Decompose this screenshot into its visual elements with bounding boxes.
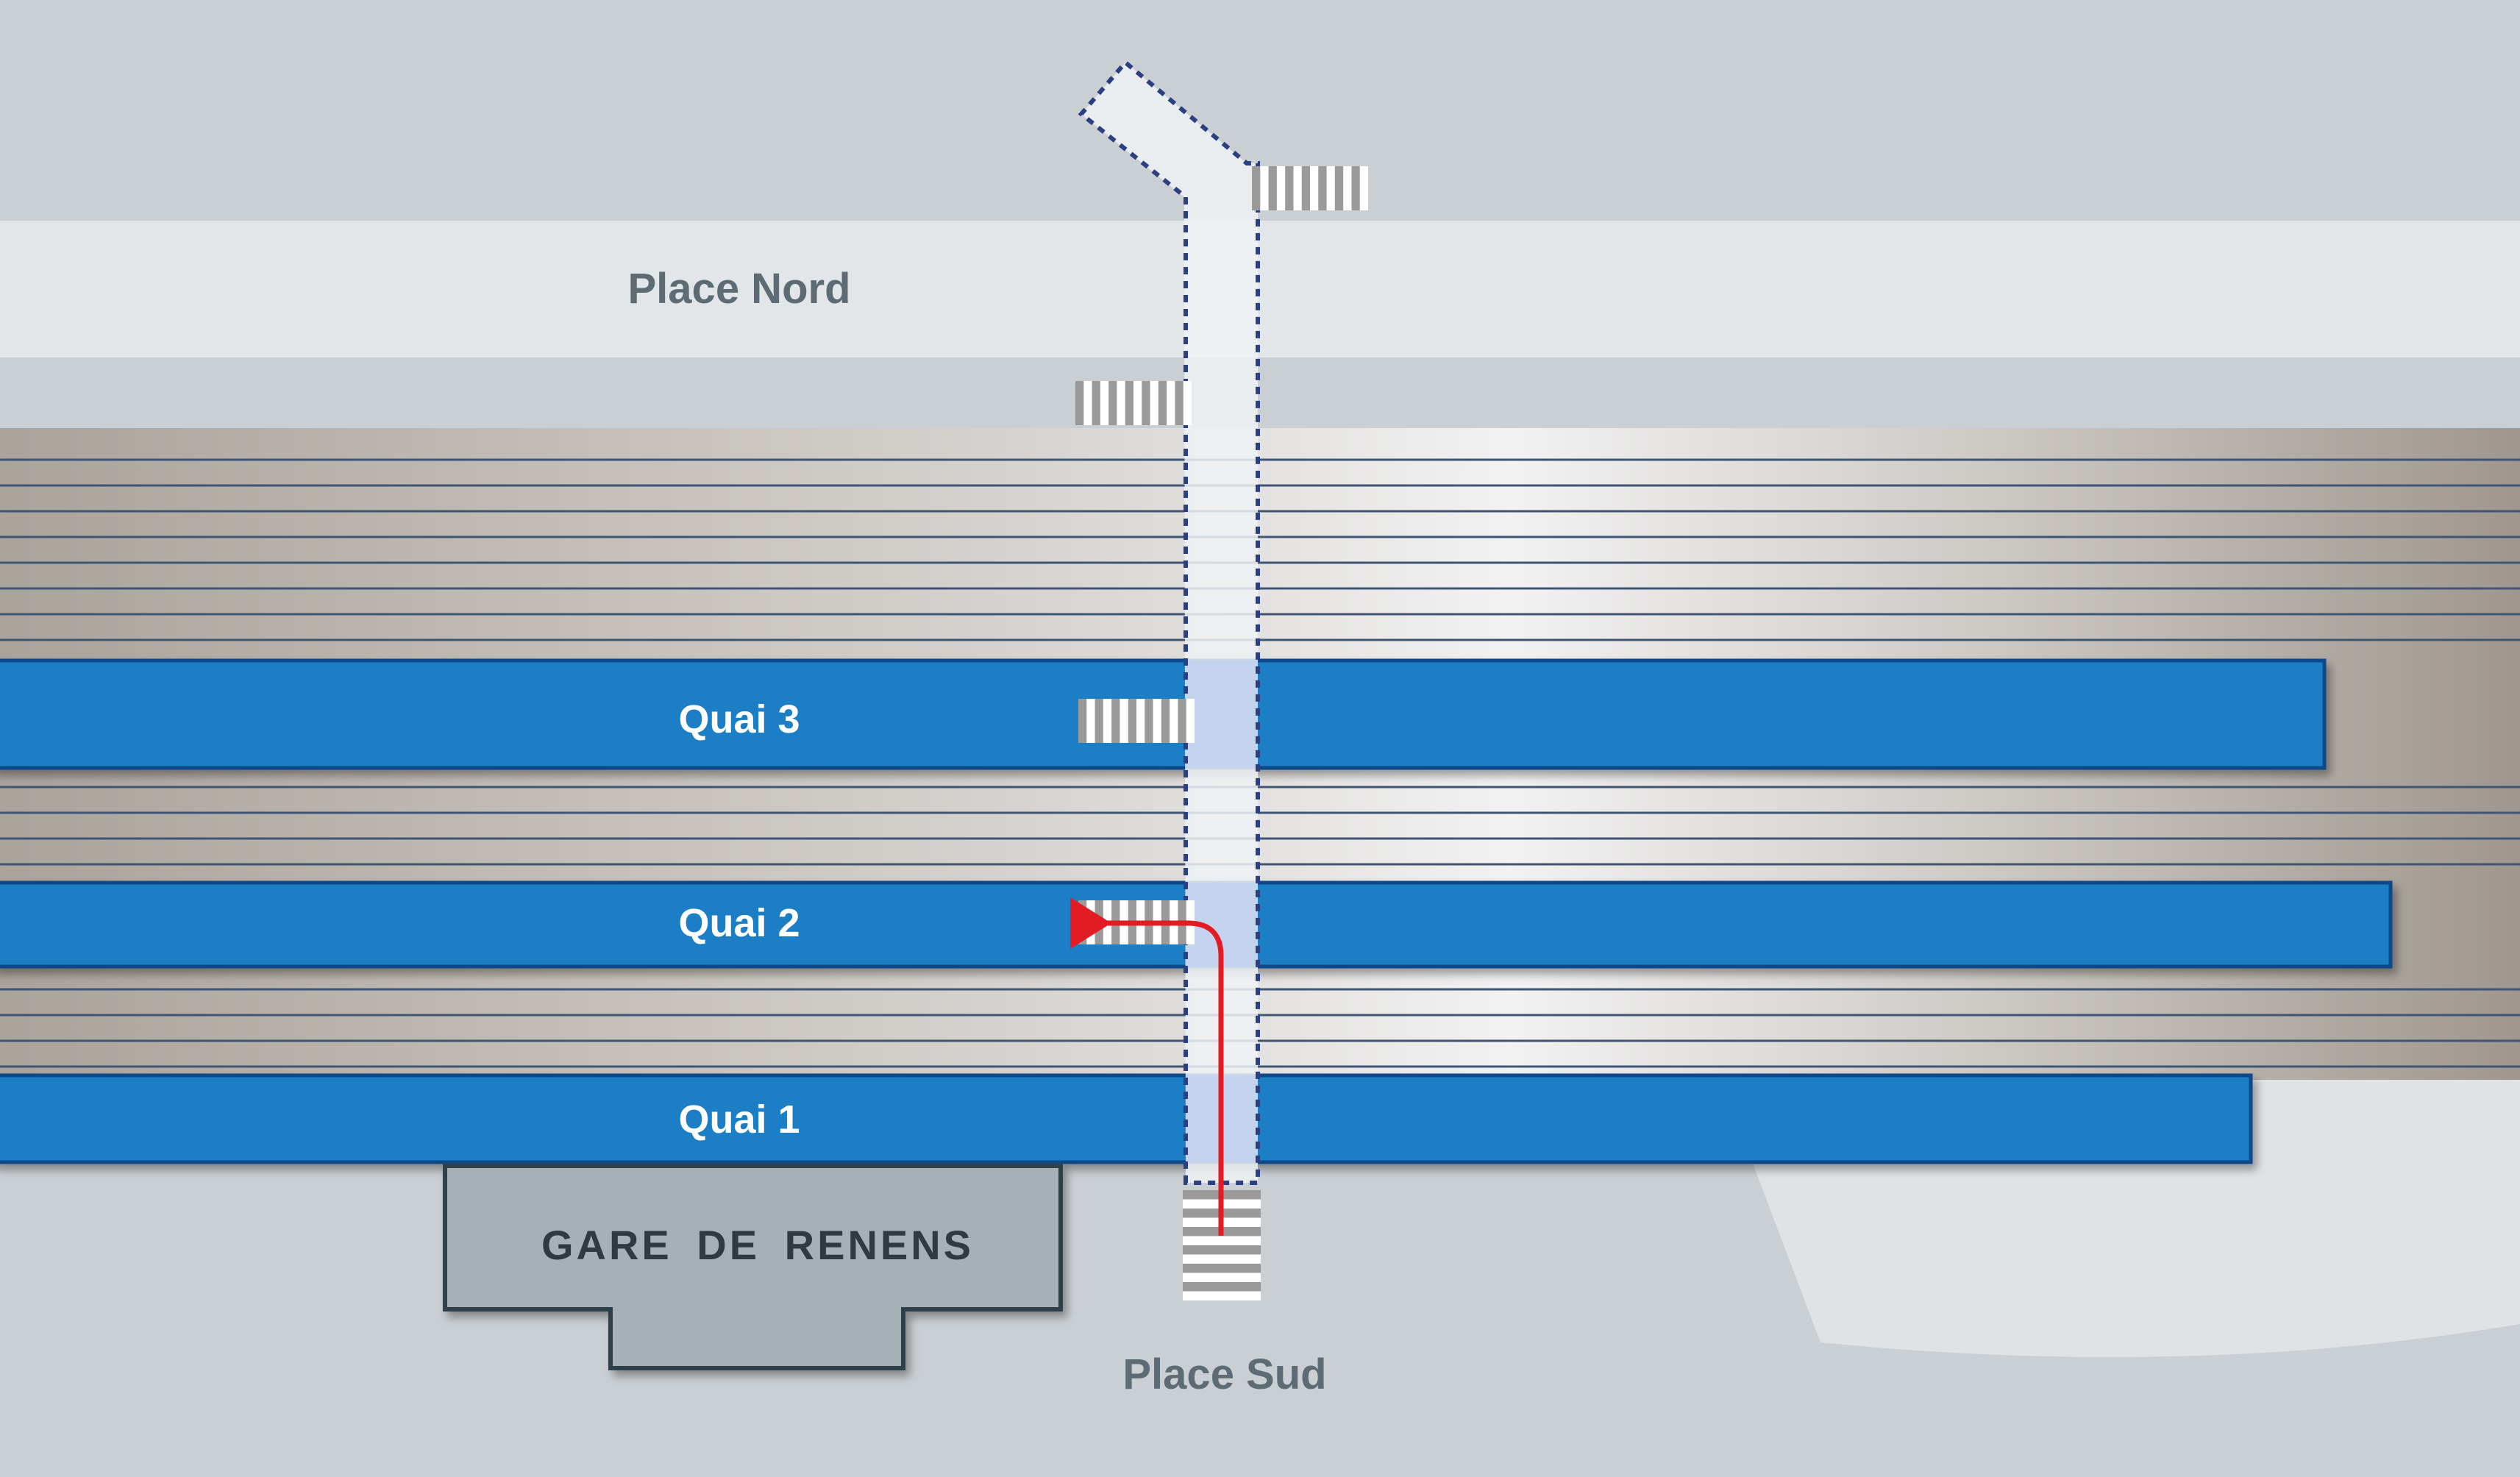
route-arrow: [1070, 897, 1224, 1236]
platform-quai-1: [0, 1073, 2253, 1164]
stairs: [1252, 166, 1368, 210]
underpass-platform-crossing-quai-3: [1186, 661, 1258, 768]
platform-label-quai-3: Quai 3: [678, 697, 800, 741]
place-sud-label: Place Sud: [1122, 1350, 1326, 1398]
station-building: [443, 1164, 1063, 1370]
platform-label-quai-1: Quai 1: [678, 1097, 800, 1142]
platform-label-quai-2: Quai 2: [678, 901, 800, 945]
stairs: [1075, 381, 1192, 425]
stairs: [1078, 699, 1195, 743]
place-nord-label: Place Nord: [628, 265, 851, 313]
underpass-outline: [1078, 59, 1260, 1185]
station-label: GARE DE RENENS: [541, 1222, 974, 1268]
